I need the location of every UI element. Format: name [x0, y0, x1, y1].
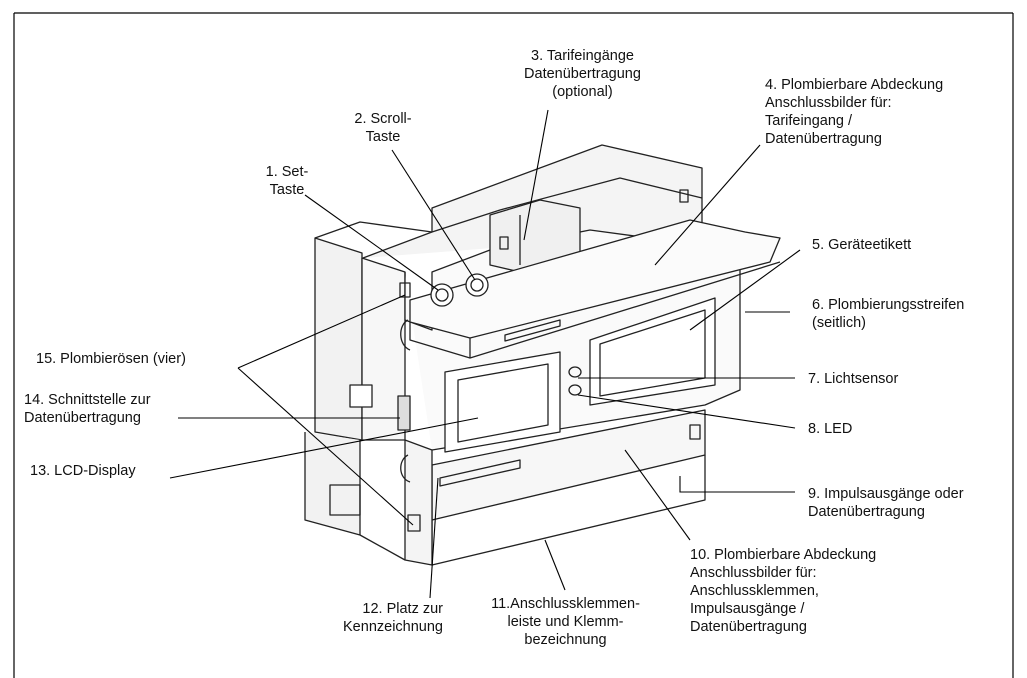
label-lichtsensor: 7. Lichtsensor	[808, 371, 899, 387]
label-set-taste: 1. Set- Taste	[265, 164, 309, 198]
meter-device-illustration	[304, 144, 781, 566]
leader-lines	[169, 109, 801, 599]
label-impulsausgaenge: 9. Impulsausgänge oder Datenübertragung	[808, 486, 964, 520]
label-plombierbare-abdeckung-unten: 10. Plombierbare Abdeckung Anschlussbild…	[690, 547, 877, 635]
label-schnittstelle: 14. Schnittstelle zur Datenübertragung	[24, 392, 151, 426]
label-plombieroesen: 15. Plombierösen (vier)	[36, 351, 186, 367]
label-plombierbare-abdeckung-oben: 4. Plombierbare Abdeckung Anschlussbilde…	[765, 77, 944, 147]
label-led: 8. LED	[808, 421, 853, 437]
label-geraeteetikett: 5. Geräteetikett	[812, 237, 912, 253]
border-frame	[13, 12, 1014, 678]
label-anschlussklemmenleiste: 11.Anschlussklemmen- leiste und Klemm- b…	[491, 596, 640, 648]
label-scroll-taste: 2. Scroll- Taste	[354, 111, 412, 145]
label-lcd-display: 13. LCD-Display	[30, 463, 136, 479]
label-tarifeingaenge: 3. Tarifeingänge Datenübertragung (optio…	[524, 48, 641, 100]
label-plombierungsstreifen: 6. Plombierungsstreifen (seitlich)	[812, 297, 965, 331]
label-platz-zur-kennzeichnung: 12. Platz zur Kennzeichnung	[343, 601, 443, 635]
